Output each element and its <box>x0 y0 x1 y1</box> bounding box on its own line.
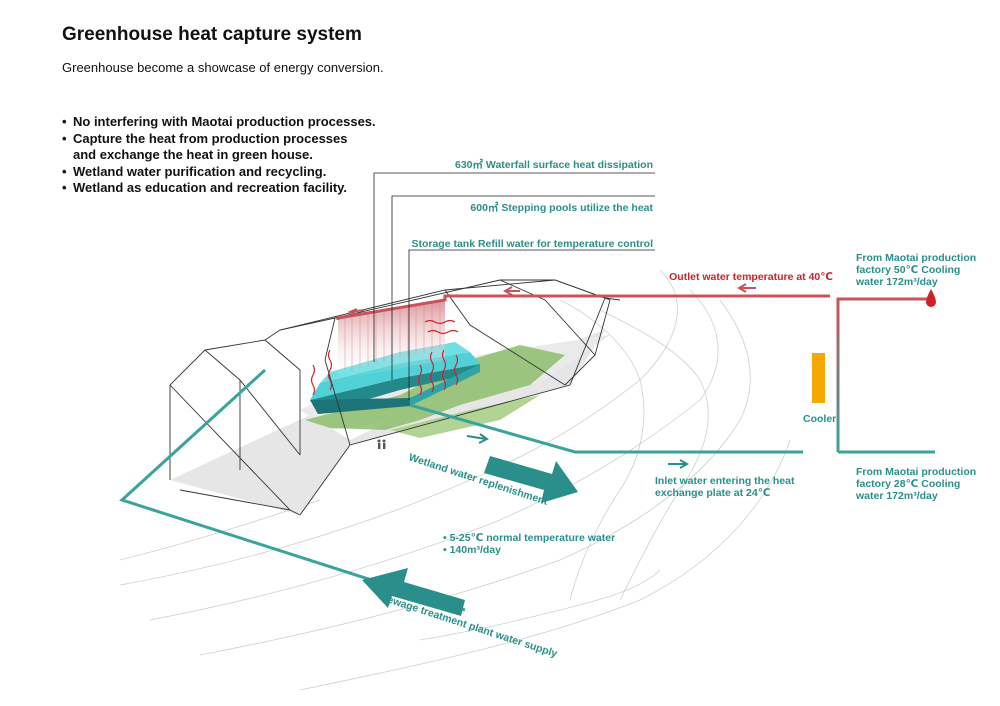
diagram-subtitle: Greenhouse become a showcase of energy c… <box>62 60 384 75</box>
water-drop-icon <box>926 289 936 307</box>
heat-wave-icons <box>310 319 459 396</box>
normal-water-label: • 5-25℃ normal temperature water • 140m³… <box>443 532 618 556</box>
cooler-label: Cooler <box>803 413 836 425</box>
wetland-replenishment-arrow <box>484 456 578 503</box>
stepping-pools-label: 600㎡ Stepping pools utilize the heat <box>470 201 653 214</box>
red-flow-arrow-icons <box>347 283 756 316</box>
leader-lines <box>373 172 655 400</box>
cooler-unit <box>812 353 825 403</box>
waterfall-label: 630㎡ Waterfall surface heat dissipation <box>455 158 653 171</box>
goal-item-2: Capture the heat from production process… <box>62 131 373 164</box>
hot-source-label: From Maotai production factory 50℃ Cooli… <box>855 252 979 288</box>
storage-tank-label: Storage tank Refill water for temperatur… <box>411 238 653 250</box>
cool-source-label: From Maotai production factory 28℃ Cooli… <box>855 466 979 502</box>
goal-item-1: No interfering with Maotai production pr… <box>62 114 376 131</box>
outlet-temp-label: Outlet water temperature at 40℃ <box>669 271 833 283</box>
diagram-title: Greenhouse heat capture system <box>62 24 362 45</box>
hot-outlet-pipe <box>336 294 930 452</box>
cool-pipes <box>119 368 935 612</box>
goal-item-4: Wetland as education and recreation faci… <box>62 180 376 197</box>
big-flow-arrows <box>362 456 578 616</box>
sewage-supply-label: Sewage treatment plant water supply <box>379 591 559 660</box>
goal-item-3: Wetland water purification and recycling… <box>62 164 376 181</box>
teal-flow-arrow-icons <box>466 433 690 469</box>
people-figures <box>377 439 386 449</box>
inlet-temp-label: Inlet water entering the heat exchange p… <box>655 475 797 499</box>
greenhouse-wireframe <box>169 279 621 516</box>
sewage-supply-arrow <box>362 568 465 616</box>
goals-list: No interfering with Maotai production pr… <box>62 114 376 197</box>
